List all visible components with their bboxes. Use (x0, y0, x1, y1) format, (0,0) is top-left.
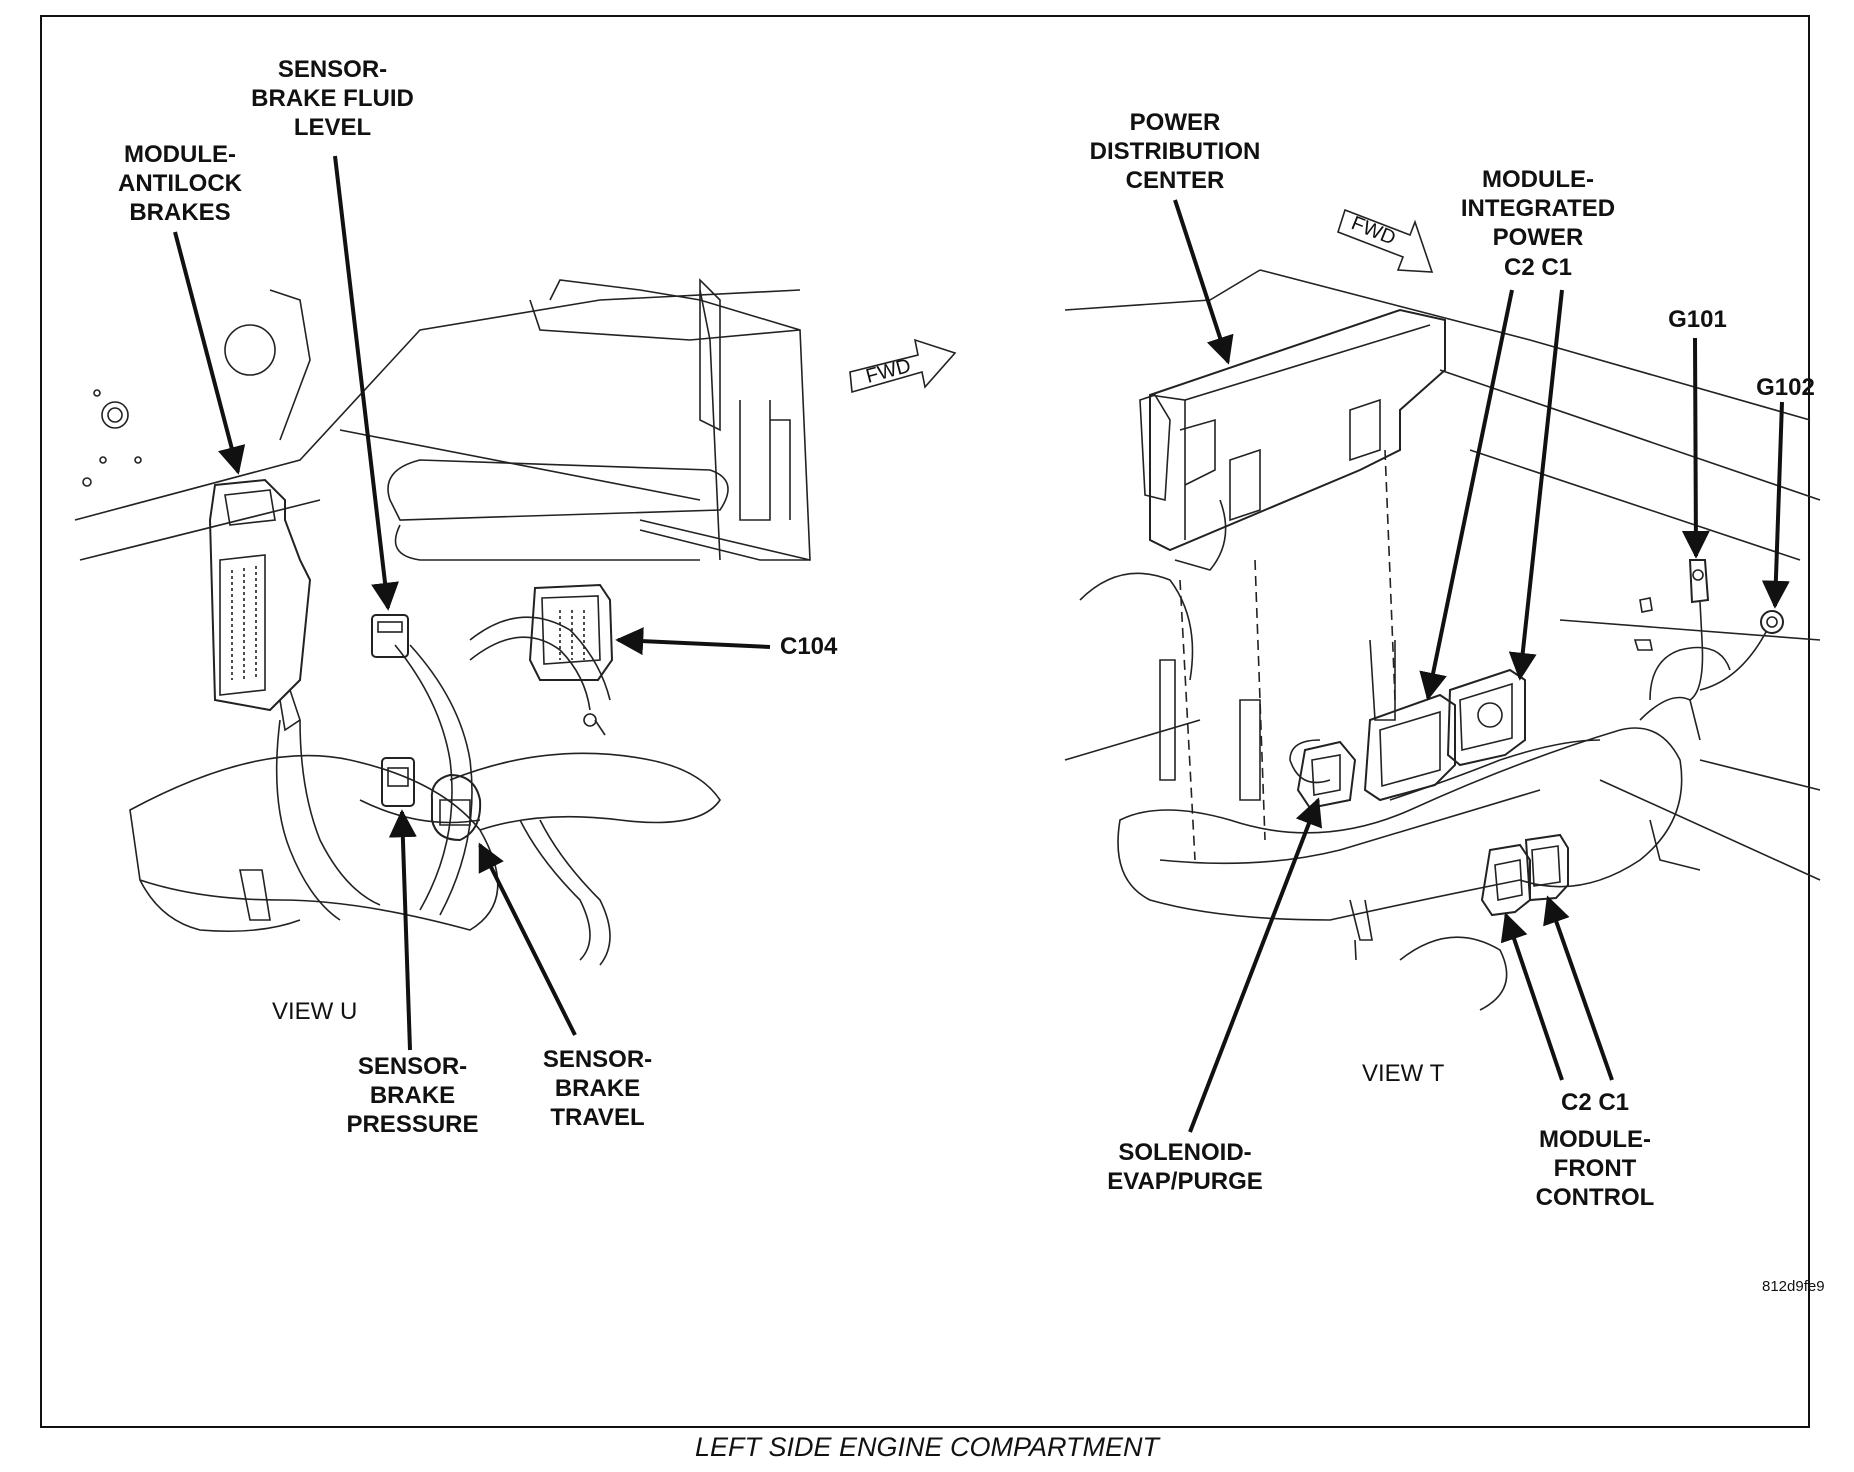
label-ipm-connectors: C2 C1 (1503, 254, 1573, 281)
arrow-ipm-c1 (1508, 289, 1564, 681)
arrow-pdc (1173, 199, 1234, 365)
label-module-front-control: MODULE- FRONT CONTROL (1535, 1126, 1655, 1211)
arrow-brake-travel (478, 842, 577, 1036)
label-solenoid-evap-purge: SOLENOID- EVAP/PURGE (1107, 1139, 1263, 1195)
label-g102: G102 (1756, 374, 1815, 401)
arrow-g102 (1761, 401, 1790, 609)
label-sensor-brake-travel: SENSOR- BRAKE TRAVEL (542, 1046, 653, 1131)
arrow-c104 (615, 627, 771, 656)
view-u-label: VIEW U (272, 998, 358, 1025)
fwd-arrow-left: FWD (849, 338, 957, 394)
label-sensor-brake-fluid-level: SENSOR- BRAKE FLUID LEVEL (251, 56, 414, 141)
arrow-abs-module (173, 231, 246, 475)
arrow-fcm-c1 (1543, 895, 1614, 1081)
view-u-drawing (74, 278, 811, 966)
diagram-caption: LEFT SIDE ENGINE COMPARTMENT (694, 1432, 1160, 1462)
label-module-antilock-brakes: MODULE- ANTILOCK BRAKES (118, 141, 242, 226)
arrow-brake-pressure (388, 809, 417, 1051)
label-sensor-brake-pressure: SENSOR- BRAKE PRESSURE (346, 1053, 479, 1138)
label-power-distribution-center: POWER DISTRIBUTION CENTER (1089, 109, 1261, 194)
label-g101: G101 (1668, 306, 1727, 333)
arrow-fluid-level (333, 155, 399, 611)
image-code: 812d9fe9 (1762, 1278, 1825, 1295)
arrow-solenoid (1188, 797, 1322, 1133)
diagram-frame (40, 15, 1810, 1428)
label-fcm-connectors: C2 C1 (1560, 1089, 1630, 1116)
arrow-ipm-c2 (1419, 289, 1514, 701)
label-module-integrated-power: MODULE- INTEGRATED POWER (1460, 166, 1616, 251)
fwd-arrow-right: FWD (1337, 208, 1434, 273)
view-t-label: VIEW T (1362, 1060, 1445, 1087)
leader-arrows (173, 155, 1790, 1133)
label-c104: C104 (780, 633, 838, 660)
arrow-g101 (1681, 337, 1710, 559)
view-t-drawing (1064, 269, 1821, 1011)
arrow-fcm-c2 (1500, 912, 1564, 1081)
fwd-text-left: FWD (864, 355, 914, 388)
